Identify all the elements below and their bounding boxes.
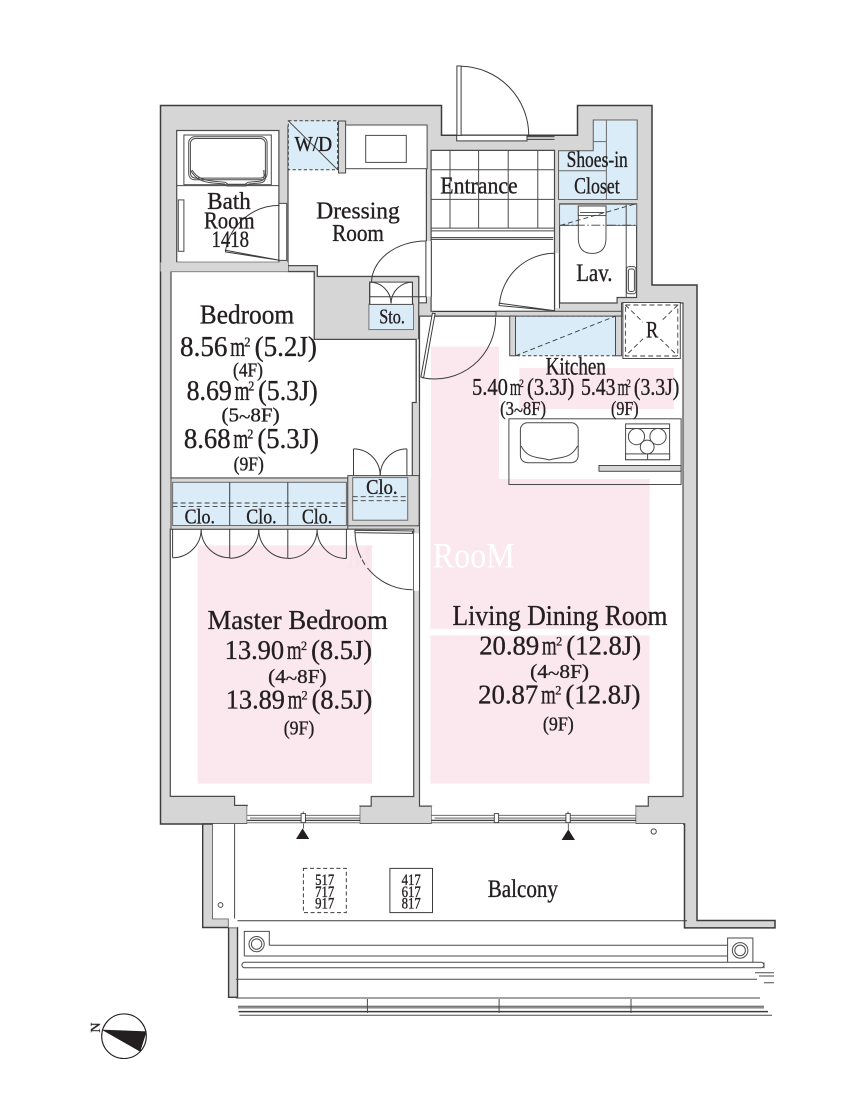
svg-text:Balcony: Balcony: [488, 876, 559, 903]
svg-text:(4~8F): (4~8F): [530, 661, 589, 685]
svg-text:Clo.: Clo.: [185, 505, 215, 529]
svg-text:Entrance: Entrance: [440, 172, 518, 199]
svg-text:Room: Room: [332, 220, 384, 247]
svg-text:W/D: W/D: [295, 132, 333, 156]
svg-text:917: 917: [315, 896, 334, 913]
svg-text:13.89m2(8.5J): 13.89m2(8.5J): [226, 684, 372, 715]
svg-text:(9F): (9F): [543, 714, 574, 736]
svg-text:(3~8F): (3~8F): [500, 398, 546, 422]
svg-text:717: 717: [315, 884, 334, 901]
svg-text:8.56m2(5.2J): 8.56m2(5.2J): [180, 331, 317, 363]
svg-text:617: 617: [402, 884, 421, 901]
svg-text:1418: 1418: [212, 227, 250, 252]
svg-text:R: R: [646, 318, 659, 344]
svg-text:(5~8F): (5~8F): [222, 404, 280, 428]
svg-text:RooM: RooM: [433, 535, 515, 575]
svg-text:N: N: [89, 1023, 104, 1033]
svg-text:Clo.: Clo.: [302, 505, 332, 529]
svg-text:Bedroom: Bedroom: [200, 300, 295, 331]
svg-text:Shoes-in: Shoes-in: [567, 147, 628, 173]
svg-text:417: 417: [402, 872, 421, 889]
svg-text:Master Bedroom: Master Bedroom: [207, 605, 388, 636]
svg-text:13.90m2(8.5J): 13.90m2(8.5J): [225, 634, 373, 665]
svg-text:Clo.: Clo.: [366, 475, 397, 499]
svg-text:20.89m2(12.8J): 20.89m2(12.8J): [479, 630, 641, 661]
svg-text:(9F): (9F): [284, 717, 315, 739]
svg-text:8.69m2(5.3J): 8.69m2(5.3J): [187, 376, 318, 407]
svg-text:(9F): (9F): [234, 454, 264, 476]
svg-text:517: 517: [315, 872, 334, 889]
svg-text:(4F): (4F): [233, 360, 263, 382]
svg-text:Sto.: Sto.: [379, 305, 405, 329]
svg-text:(4~8F): (4~8F): [268, 666, 326, 690]
svg-text:Dressing: Dressing: [316, 198, 399, 225]
svg-text:Bath: Bath: [207, 189, 250, 215]
svg-text:Room: Room: [204, 208, 255, 234]
svg-text:Kitchen: Kitchen: [546, 354, 607, 381]
svg-text:M: M: [346, 539, 373, 576]
svg-text:Closet: Closet: [574, 174, 620, 200]
svg-text:Living Dining Room: Living Dining Room: [453, 601, 668, 632]
svg-text:(9F): (9F): [611, 398, 639, 420]
svg-text:RooM: RooM: [433, 535, 515, 575]
svg-text:817: 817: [402, 896, 421, 913]
svg-text:Clo.: Clo.: [246, 505, 276, 529]
svg-text:Lav.: Lav.: [576, 260, 612, 287]
